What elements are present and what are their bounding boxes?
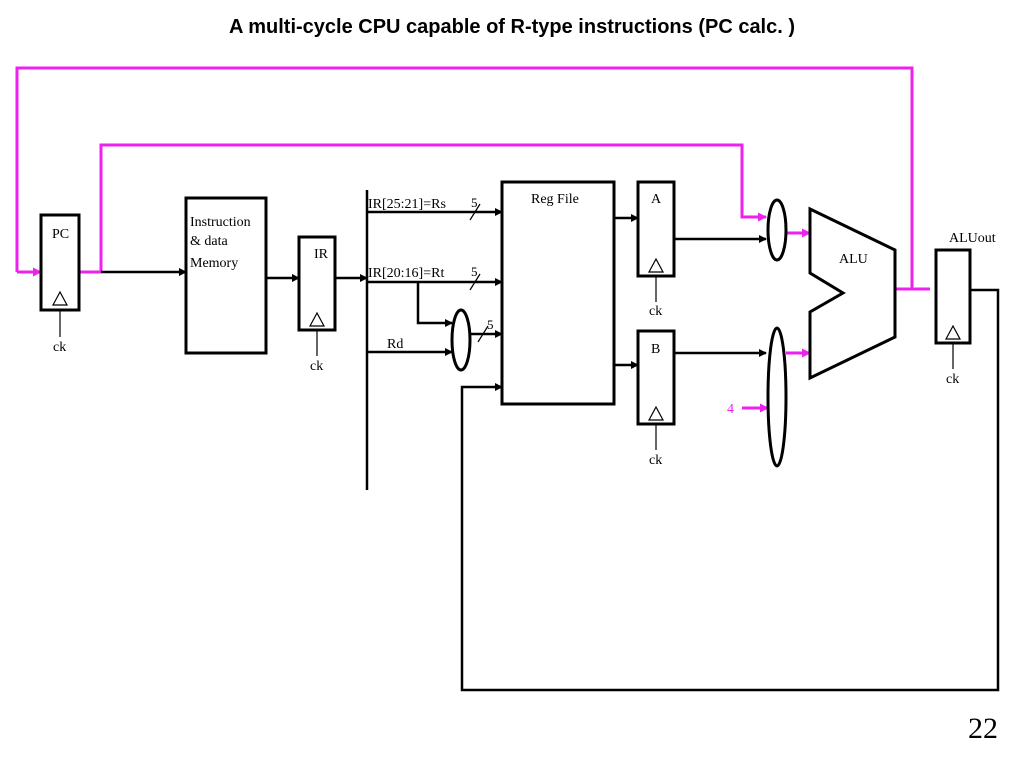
regfile-box — [500, 180, 616, 406]
rd-signal-label: Rd — [387, 337, 403, 352]
pc-register: PC ck — [39, 213, 81, 355]
aluout-to-pc-wire — [15, 66, 930, 291]
a-clock-label: ck — [649, 304, 662, 319]
aluout-box — [934, 248, 972, 345]
pc-to-alu-mux-wire — [99, 143, 767, 272]
pc-update-path — [15, 66, 930, 413]
alu: ALU — [808, 206, 897, 381]
b-label: B — [651, 342, 660, 357]
b-register: B ck — [636, 329, 676, 468]
writeback-wire — [460, 288, 1000, 692]
memory-label-line-1: Instruction — [190, 215, 251, 230]
rt-width-label: 5 — [471, 264, 478, 279]
instruction-memory: Instruction & data Memory — [184, 196, 268, 355]
write-reg-mux — [450, 308, 472, 372]
page-number: 22 — [968, 712, 998, 745]
pc-clock-triangle-icon — [51, 290, 69, 306]
rd-width-label: 5 — [487, 317, 494, 332]
rs-width-label: 5 — [471, 195, 478, 210]
a-clock-triangle-icon — [647, 257, 665, 273]
aluout-clock-label: ck — [946, 372, 959, 387]
datapath-wires — [101, 190, 1000, 692]
memory-box — [184, 196, 268, 355]
b-clock-triangle-icon — [647, 405, 665, 421]
b-clock-label: ck — [649, 453, 662, 468]
rd-width-slash — [477, 325, 489, 343]
ir-clock-label: ck — [310, 359, 323, 374]
a-label: A — [651, 192, 662, 207]
constant-four-label: 4 — [727, 402, 734, 417]
ir-label: IR — [314, 247, 329, 262]
pc-clock-label: ck — [53, 340, 66, 355]
aluout-clock-triangle-icon — [944, 324, 962, 340]
aluout-register: ALUout ck — [934, 231, 996, 387]
alu-src-a-mux — [766, 198, 788, 262]
pc-label: PC — [52, 227, 69, 242]
alu-src-b-mux — [766, 326, 788, 468]
rt-width-slash — [469, 273, 481, 291]
register-file: Reg File — [500, 180, 616, 406]
aluout-label: ALUout — [949, 231, 996, 246]
rs-width-slash — [469, 203, 481, 221]
ir-register: IR ck — [297, 235, 337, 374]
b-box — [636, 329, 676, 426]
memory-label-line-2: & data — [190, 234, 228, 249]
rt-signal-label: IR[20:16]=Rt — [368, 266, 444, 281]
memory-label-line-3: Memory — [190, 256, 238, 271]
alu-label: ALU — [839, 252, 868, 267]
regfile-label: Reg File — [531, 192, 579, 207]
alu-shape — [808, 206, 897, 381]
slide-title: A multi-cycle CPU capable of R-type inst… — [228, 16, 796, 38]
ir-box — [297, 235, 337, 332]
rs-signal-label: IR[25:21]=Rs — [368, 197, 446, 212]
a-register: A ck — [636, 180, 676, 319]
pc-box — [39, 213, 81, 312]
ir-clock-triangle-icon — [308, 311, 326, 327]
rt-to-mux-wire — [416, 282, 453, 327]
